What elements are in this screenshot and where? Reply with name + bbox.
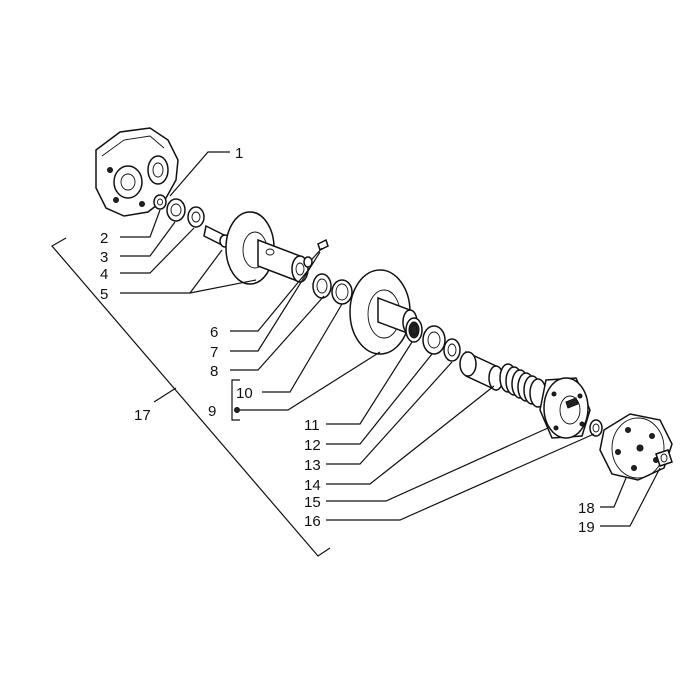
part-3-bearing bbox=[166, 198, 186, 222]
part-19-nut bbox=[655, 449, 673, 467]
label-2: 2 bbox=[100, 230, 108, 247]
part-6-screw bbox=[303, 238, 329, 268]
label-9: 9 bbox=[208, 403, 216, 420]
part-4-bushing bbox=[187, 206, 205, 228]
label-3: 3 bbox=[100, 249, 108, 266]
fixed-pulley-half bbox=[225, 211, 309, 285]
part-14-bushing bbox=[459, 350, 504, 392]
clutch-assembly bbox=[539, 377, 591, 439]
label-10: 10 bbox=[236, 385, 253, 402]
label-1: 1 bbox=[235, 145, 243, 162]
label-8: 8 bbox=[210, 363, 218, 380]
part-8-ring bbox=[312, 273, 332, 299]
label-16: 16 bbox=[304, 513, 321, 530]
part-2-washer bbox=[153, 194, 167, 210]
part-11-ring bbox=[405, 317, 423, 343]
label-5: 5 bbox=[100, 286, 108, 303]
label-15: 15 bbox=[304, 494, 321, 511]
part-15-washer bbox=[589, 419, 603, 437]
part-12-bearing bbox=[422, 325, 446, 355]
label-12: 12 bbox=[304, 437, 321, 454]
group-bracket-17 bbox=[51, 237, 331, 557]
label-13: 13 bbox=[304, 457, 321, 474]
part-18-clutch-bell bbox=[599, 413, 673, 481]
clutch-spring bbox=[499, 363, 547, 408]
label-19: 19 bbox=[578, 519, 595, 536]
label-14: 14 bbox=[304, 477, 321, 494]
label-17: 17 bbox=[134, 407, 151, 424]
label-18: 18 bbox=[578, 500, 595, 517]
movable-pulley-half bbox=[349, 269, 418, 355]
label-6: 6 bbox=[210, 324, 218, 341]
label-7: 7 bbox=[210, 344, 218, 361]
part-13-ring bbox=[443, 338, 461, 362]
crankcase-housing bbox=[95, 127, 179, 217]
group-bracket-9 bbox=[231, 379, 240, 421]
part-10-circlip bbox=[331, 279, 353, 305]
label-4: 4 bbox=[100, 266, 108, 283]
label-11: 11 bbox=[304, 417, 320, 434]
leader-lines bbox=[120, 151, 661, 527]
